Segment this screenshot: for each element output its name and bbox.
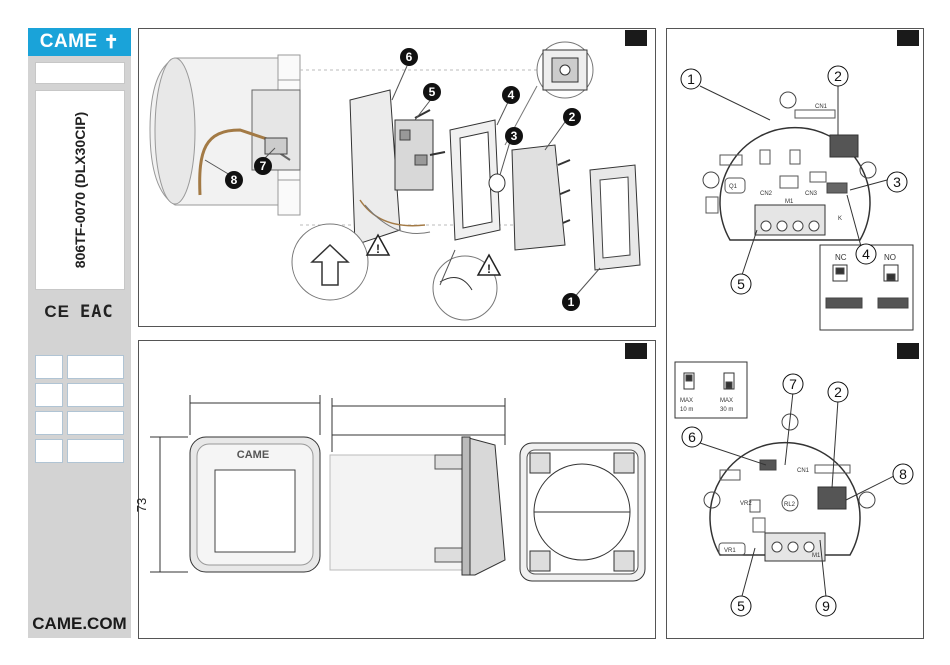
board-bottom <box>675 362 894 597</box>
chip-label: CN2 <box>760 191 773 197</box>
dimensions-view <box>150 395 645 581</box>
chip-label: M1 <box>812 553 821 559</box>
callout-label: 7 <box>260 159 267 173</box>
callout-label: 2 <box>834 384 842 400</box>
callout-label: 6 <box>688 429 696 445</box>
callout-label: 2 <box>834 68 842 84</box>
callout-label: 8 <box>899 466 907 482</box>
legend-label: MAX <box>680 398 693 404</box>
chip-label: M1 <box>785 199 794 205</box>
chip-label: CN1 <box>815 104 828 110</box>
svg-text:!: ! <box>376 242 380 256</box>
chip-label: CN3 <box>805 191 818 197</box>
callout-label: 9 <box>822 598 830 614</box>
callout-label: 3 <box>893 174 901 190</box>
callout-label: 3 <box>511 129 518 143</box>
callout-label: 5 <box>737 598 745 614</box>
callout-label: 6 <box>406 50 413 64</box>
chip-label: K <box>838 216 842 222</box>
callout-label: 1 <box>568 295 575 309</box>
board-top <box>700 84 913 330</box>
contact-no-label: NO <box>884 253 896 262</box>
exploded-view: ! ! <box>150 42 640 320</box>
chip-label: VR2 <box>740 501 752 507</box>
callout-label: 1 <box>687 71 695 87</box>
chip-label: RL2 <box>784 502 796 508</box>
chip-label: CN1 <box>797 468 810 474</box>
callout-label: 5 <box>429 85 436 99</box>
legend-value: 10 m <box>680 407 693 413</box>
chip-label: VR1 <box>724 548 736 554</box>
front-logo: CAME <box>237 449 269 461</box>
legend-label: MAX <box>720 398 733 404</box>
legend-value: 30 m <box>720 407 733 413</box>
callout-label: 4 <box>862 246 870 262</box>
callout-label: 8 <box>231 173 238 187</box>
contact-nc-label: NC <box>835 253 847 262</box>
callout-label: 7 <box>789 376 797 392</box>
callout-label: 2 <box>569 110 576 124</box>
callout-label: 5 <box>737 276 745 292</box>
svg-text:!: ! <box>487 262 491 276</box>
callout-label: 4 <box>508 88 515 102</box>
chip-label: Q1 <box>729 184 738 190</box>
height-dimension: 73 <box>134 498 149 512</box>
